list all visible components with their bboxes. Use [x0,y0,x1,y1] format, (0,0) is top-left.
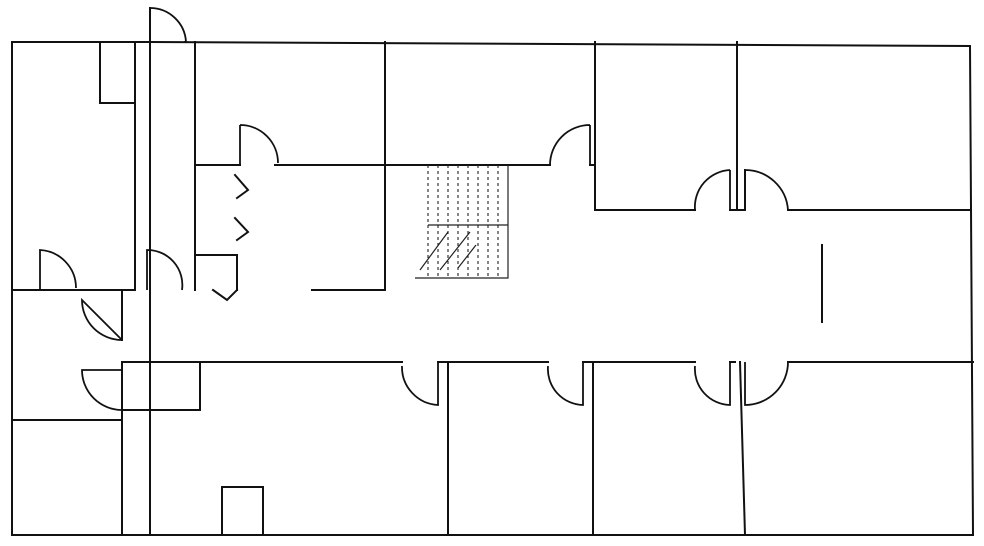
closet-angled-doors [211,173,250,302]
outer-wall-main [148,40,975,536]
office-1-wall [194,164,386,291]
outer-wall-left-block [11,41,151,536]
stairs [415,165,509,279]
office-4-wall [736,41,971,211]
lobby-upper-door-swing [81,297,123,341]
corridor-door-swing [146,249,184,291]
stair-break-lines [419,231,477,271]
left-top-closet [99,41,136,104]
lower-office-4 [738,360,747,537]
entry-passage [149,7,186,43]
stair-door-swing [549,124,591,166]
lower-office-1-door-swing [401,362,439,406]
lower-closet [221,486,264,536]
stair-outline [415,165,509,279]
office-3-wall [594,41,746,211]
left-top-room-wall [11,41,136,291]
lower-office-2-door-swing [547,362,584,406]
closets [194,173,250,302]
entry-door-swing [149,7,187,43]
lower-office-4-door-swing [744,361,789,406]
upper-rooms [11,41,971,323]
closet-stack [194,254,238,291]
lower-rooms [11,289,974,537]
left-lobby [11,289,201,536]
left-room-door-swing [39,249,77,290]
office-3-door-swing [694,169,731,211]
lower-office-3-door-swing [694,362,731,406]
stair-treads [427,165,499,278]
lobby-lower-door-swing [81,369,123,411]
doors [39,7,789,411]
outer-walls [11,7,975,536]
office-1-door-swing [239,124,279,165]
office-4-door-swing [744,169,789,211]
